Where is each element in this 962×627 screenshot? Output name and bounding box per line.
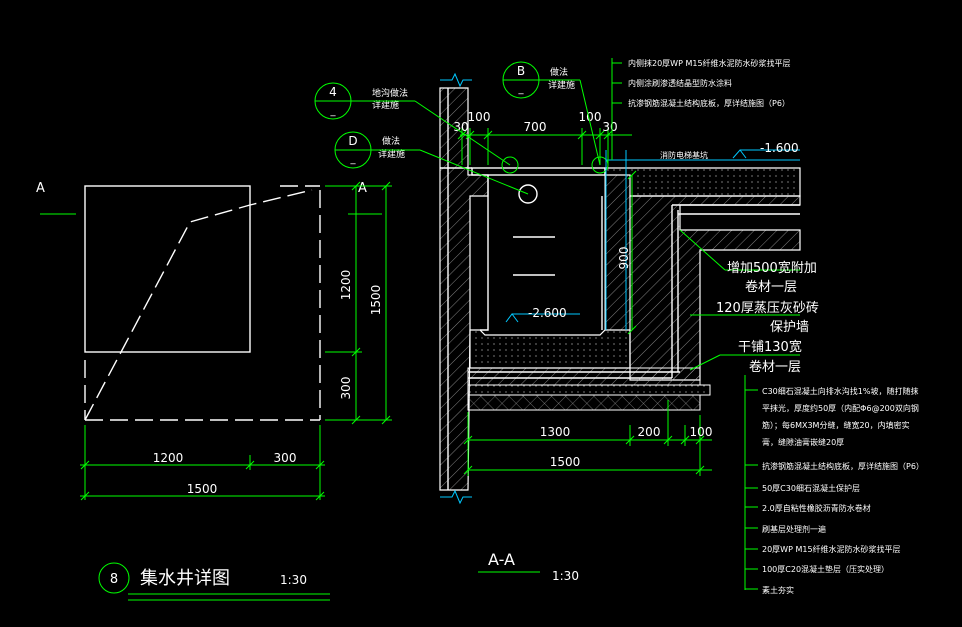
- detail-number: 8: [110, 572, 118, 587]
- callout-B: B _ 做法 详建施: [502, 61, 601, 166]
- section-scale: 1:30: [552, 569, 579, 583]
- plan-view: A A 1200 300 1500: [36, 181, 392, 501]
- plan-horizontal-dims: [80, 425, 325, 501]
- layer-note-7: 2.0厚自粘性橡胶沥青防水卷材: [762, 503, 871, 513]
- dim-bottom-1300: 1300: [540, 425, 571, 439]
- side-note-4: 保护墙: [770, 320, 809, 335]
- top-note-3: 抗渗钢筋混凝土结构底板，厚详结施图（P6）: [628, 98, 790, 108]
- layer-note-9: 20厚WP M15纤维水泥防水砂浆找平层: [762, 544, 901, 554]
- side-note-5: 干铺130宽: [738, 339, 802, 355]
- layer-note-8: 刷基层处理剂一遍: [762, 524, 826, 534]
- section-bottom-dims: [463, 400, 712, 476]
- layer-note-11: 素土夯实: [762, 585, 794, 595]
- top-notes: 内侧抹20厚WP M15纤维水泥防水砂浆找平层 内侧涂刷渗透结晶型防水涂料 抗渗…: [611, 58, 791, 160]
- section-title: A-A: [488, 550, 515, 569]
- svg-text:地沟做法: 地沟做法: [372, 87, 408, 99]
- svg-text:做法: 做法: [550, 66, 568, 78]
- detail-number-circle: [98, 562, 130, 594]
- layer-note-3: 筋）；每6MX3M分缝，缝宽20，内填密实: [762, 420, 910, 430]
- dim-top-1: 100: [468, 110, 491, 124]
- dim-top-2: 700: [524, 120, 547, 134]
- side-notes: 增加500宽附加 卷材一层 120厚蒸压灰砂砖 保护墙 干铺130宽 卷材一层: [679, 229, 819, 375]
- section-top-dims: [457, 128, 632, 165]
- side-note-2: 卷材一层: [745, 279, 797, 295]
- dim-bottom-total: 1500: [550, 455, 581, 469]
- dim-top-0: 30: [453, 120, 468, 134]
- side-note-6: 卷材一层: [749, 359, 801, 375]
- side-note-3: 120厚蒸压灰砂砖: [716, 301, 819, 316]
- layer-note-1: C30细石混凝土向排水沟找1%坡，随打随抹: [762, 386, 918, 396]
- callout-4: 4 _ 地沟做法 详建施: [314, 82, 511, 166]
- section-view: -1.600 消防电梯基坑 -2.600 30 100 700 100 30: [439, 72, 801, 583]
- svg-text:详建施: 详建施: [378, 148, 405, 160]
- svg-text:B: B: [517, 64, 525, 78]
- layer-note-5: 抗渗钢筋混凝土结构底板，厚详结施图（P6）: [762, 461, 924, 471]
- layer-note-2: 平抹光，厚度约50厚（内配Φ6@200双向钢: [762, 403, 919, 413]
- plan-dim-v-total: 1500: [369, 285, 383, 316]
- svg-text:详建施: 详建施: [372, 99, 399, 111]
- pit-outline: [84, 185, 251, 353]
- top-note-1: 内侧抹20厚WP M15纤维水泥防水砂浆找平层: [628, 58, 791, 68]
- layer-notes: C30细石混凝土向排水沟找1%坡，随打随抹 平抹光，厚度约50厚（内配Φ6@20…: [744, 375, 924, 595]
- pipe-note: 消防电梯基坑: [660, 150, 708, 160]
- svg-text:D: D: [348, 134, 357, 148]
- plan-vertical-dims: [325, 181, 392, 425]
- plan-dim-v1: 1200: [339, 270, 353, 301]
- section-mark-left: A: [36, 181, 45, 196]
- slope-line: [84, 189, 313, 421]
- dim-bottom-200: 200: [638, 425, 661, 439]
- left-wall: [439, 87, 489, 491]
- plan-dim-h1: 1200: [153, 451, 184, 465]
- svg-text:_: _: [350, 154, 357, 165]
- elev-bottom: -2.600: [528, 306, 567, 320]
- plan-dim-h-total: 1500: [187, 482, 218, 496]
- section-mark-right: A: [358, 181, 367, 196]
- detail-title: 集水井详图: [140, 568, 230, 589]
- layer-note-10: 100厚C20混凝土垫层（压实处理）: [762, 564, 889, 574]
- detail-scale: 1:30: [280, 573, 307, 587]
- plan-dim-v2: 300: [339, 377, 353, 400]
- elev-top: -1.600: [760, 141, 799, 155]
- dim-top-4: 30: [602, 120, 617, 134]
- svg-text:_: _: [518, 84, 525, 95]
- layer-note-6: 50厚C30细石混凝土保护层: [762, 483, 860, 493]
- title-block: 8 集水井详图 1:30: [98, 562, 330, 601]
- plan-dim-h2: 300: [274, 451, 297, 465]
- svg-text:4: 4: [329, 85, 337, 99]
- svg-text:详建施: 详建施: [548, 79, 575, 91]
- top-note-2: 内侧涂刷渗透结晶型防水涂料: [628, 78, 732, 88]
- callout-D: D _ 做法 详建施: [334, 131, 529, 195]
- svg-text:_: _: [330, 106, 337, 117]
- dim-900: 900: [617, 247, 631, 270]
- dim-bottom-100: 100: [690, 425, 713, 439]
- dim-top-3: 100: [579, 110, 602, 124]
- svg-text:做法: 做法: [382, 135, 400, 147]
- pit-bottom-slab: [469, 329, 631, 369]
- layer-note-4: 膏，缝隙油膏嵌缝20厚: [762, 437, 844, 447]
- side-note-1: 增加500宽附加: [727, 260, 817, 276]
